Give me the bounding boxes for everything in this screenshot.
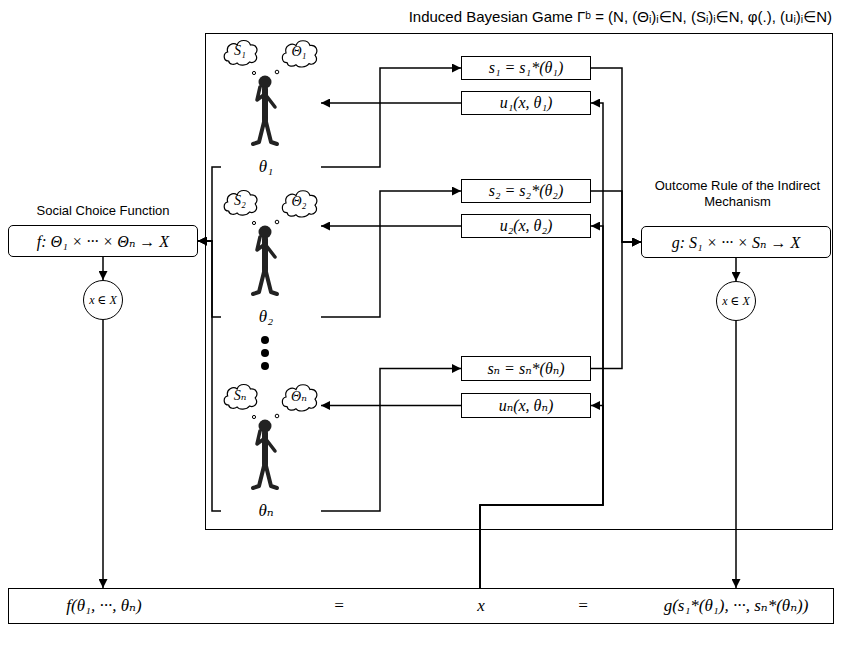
equation-box: f(θ₁, ···, θₙ) = x = g(s₁*(θ₁), ···, sₙ*(θₙ)… — [8, 588, 834, 624]
equation-term: x — [477, 595, 485, 617]
game-frame: Induced Bayesian Game Γᵇ = (N, (Θᵢ)ᵢ∈N, … — [205, 33, 833, 530]
outcome-label: x ∈ X — [89, 293, 117, 308]
thought-cloud: S₂ — [221, 187, 259, 217]
equation-term: = — [577, 595, 588, 617]
flow-arrow — [321, 225, 461, 227]
thought-cloud: Sₙ — [221, 381, 259, 411]
box-label: f: Θ₁ × ··· × Θₙ → X — [37, 232, 169, 251]
flow-arrow — [321, 191, 461, 317]
flow-arrow — [321, 405, 461, 407]
ellipsis-dot — [261, 349, 269, 357]
cloud-label: S₂ — [234, 193, 246, 209]
flow-arrow — [102, 320, 104, 588]
flow-arrow — [198, 167, 221, 241]
flow-arrow — [102, 257, 104, 280]
box-label: u₂(x, θ₂) — [500, 217, 553, 235]
agent-figure — [252, 414, 278, 488]
flow-arrow — [735, 321, 737, 588]
thought-cloud: Θₙ — [279, 381, 319, 413]
flow-arrow — [198, 241, 221, 511]
box-label: s₂ = s₂*(θ₂) — [489, 182, 563, 200]
outcome-circle: x ∈ X — [83, 280, 123, 320]
section-label: Outcome Rule of the Indirect Mechanism — [645, 178, 830, 210]
flow-arrow — [198, 241, 221, 317]
agent-node: θₙ Sₙ Θₙ — [221, 381, 321, 521]
flow-arrow — [480, 406, 603, 589]
flow-arrow — [735, 258, 737, 281]
ellipsis-dot — [261, 362, 269, 370]
type-label: θ₁ — [221, 157, 311, 177]
utility-box: u₁(x, θ₁) — [461, 91, 591, 115]
flow-arrow — [321, 102, 461, 104]
box-label: uₙ(x, θₙ) — [499, 396, 554, 415]
cloud-label: Θ₂ — [292, 194, 307, 210]
function-box: g: S₁ × ··· × Sₙ → X — [641, 226, 831, 258]
type-label: θₙ — [221, 501, 311, 521]
box-label: s₁ = s₁*(θ₁) — [489, 59, 563, 77]
agent-node: θ₂ S₂ Θ₂ — [221, 187, 321, 327]
flow-arrow — [321, 369, 461, 512]
thought-cloud: S₁ — [221, 37, 259, 67]
equation-term: f(θ₁, ···, θₙ) — [66, 595, 141, 617]
strategy-box: s₂ = s₂*(θ₂) — [461, 179, 591, 203]
type-label: θ₂ — [221, 307, 311, 327]
flow-arrow — [591, 191, 641, 242]
flow-arrow — [480, 103, 603, 588]
cloud-label: Θₙ — [291, 388, 307, 405]
outcome-label: x ∈ X — [722, 294, 750, 309]
equation-term: g(s₁*(θ₁), ···, sₙ*(θₙ)) — [664, 595, 809, 617]
ellipsis-dot — [261, 336, 269, 344]
box-label: g: S₁ × ··· × Sₙ → X — [672, 233, 801, 252]
box-label: u₁(x, θ₁) — [500, 94, 553, 112]
strategy-box: sₙ = sₙ*(θₙ) — [461, 356, 591, 381]
section-label: Social Choice Function — [8, 203, 198, 219]
equation-term: = — [333, 595, 344, 617]
outcome-circle: x ∈ X — [716, 281, 756, 321]
thought-cloud: Θ₂ — [279, 187, 319, 219]
cloud-label: S₁ — [234, 43, 246, 59]
agent-node: θ₁ S₁ Θ₁ — [221, 37, 321, 177]
utility-box: uₙ(x, θₙ) — [461, 393, 591, 418]
thought-cloud: Θ₁ — [279, 37, 319, 69]
game-heading: Induced Bayesian Game Γᵇ = (N, (Θᵢ)ᵢ∈N, … — [409, 7, 832, 27]
utility-box: u₂(x, θ₂) — [461, 214, 591, 238]
agent-figure — [252, 70, 278, 144]
flow-arrow — [591, 242, 641, 369]
box-label: sₙ = sₙ*(θₙ) — [487, 359, 564, 378]
strategy-box: s₁ = s₁*(θ₁) — [461, 56, 591, 80]
cloud-label: Θ₁ — [292, 44, 307, 60]
cloud-label: Sₙ — [234, 387, 247, 404]
function-box: f: Θ₁ × ··· × Θₙ → X — [8, 225, 198, 257]
flow-arrow — [591, 68, 641, 242]
flow-arrow — [321, 68, 461, 167]
agent-figure — [252, 220, 278, 294]
